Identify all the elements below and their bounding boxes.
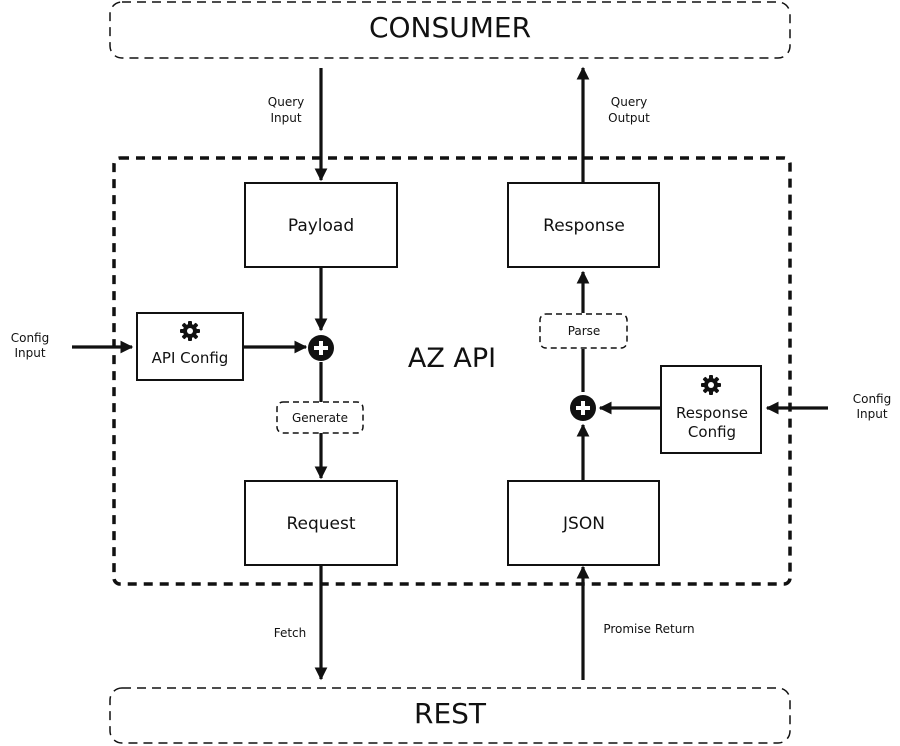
generate-label: Generate	[292, 411, 348, 425]
node-response-config: Response Config	[660, 365, 762, 454]
consumer-boundary: CONSUMER	[109, 1, 791, 59]
az-api-frame	[112, 156, 792, 586]
edges	[72, 66, 828, 681]
request-label: Request	[286, 514, 355, 534]
plus-circle-icon	[570, 395, 596, 421]
fetch-label: Fetch	[274, 626, 307, 640]
query-output-label-line2: Output	[608, 111, 650, 125]
step-parse: Parse	[539, 313, 628, 349]
response-config-label-line1: Response	[676, 404, 748, 422]
node-request: Request	[244, 480, 398, 566]
config-input-right-label-line1: Config	[853, 392, 892, 406]
rest-boundary: REST	[109, 687, 791, 744]
config-input-left-label-line1: Config	[11, 331, 50, 345]
gear-icon	[180, 321, 200, 341]
query-output-label-line1: Query	[611, 95, 647, 109]
node-api-config: API Config	[136, 312, 244, 381]
plus-circle-icon	[308, 335, 334, 361]
step-generate: Generate	[276, 401, 364, 434]
response-label: Response	[543, 216, 625, 236]
config-input-right-label-line2: Input	[856, 407, 887, 421]
config-input-left-label-line2: Input	[14, 346, 45, 360]
consumer-label: CONSUMER	[369, 11, 531, 44]
node-response: Response	[507, 182, 660, 268]
payload-label: Payload	[288, 216, 354, 236]
gear-icon	[701, 375, 721, 395]
json-label: JSON	[562, 514, 605, 534]
node-json: JSON	[507, 480, 660, 566]
node-payload: Payload	[244, 182, 398, 268]
api-config-label: API Config	[152, 349, 229, 367]
query-input-label-line2: Input	[270, 111, 301, 125]
az-api-label: AZ API	[408, 343, 496, 374]
response-config-label-line2: Config	[688, 423, 736, 441]
query-input-label-line1: Query	[268, 95, 304, 109]
rest-label: REST	[414, 697, 487, 730]
promise-return-label: Promise Return	[603, 622, 694, 636]
parse-label: Parse	[568, 324, 601, 338]
